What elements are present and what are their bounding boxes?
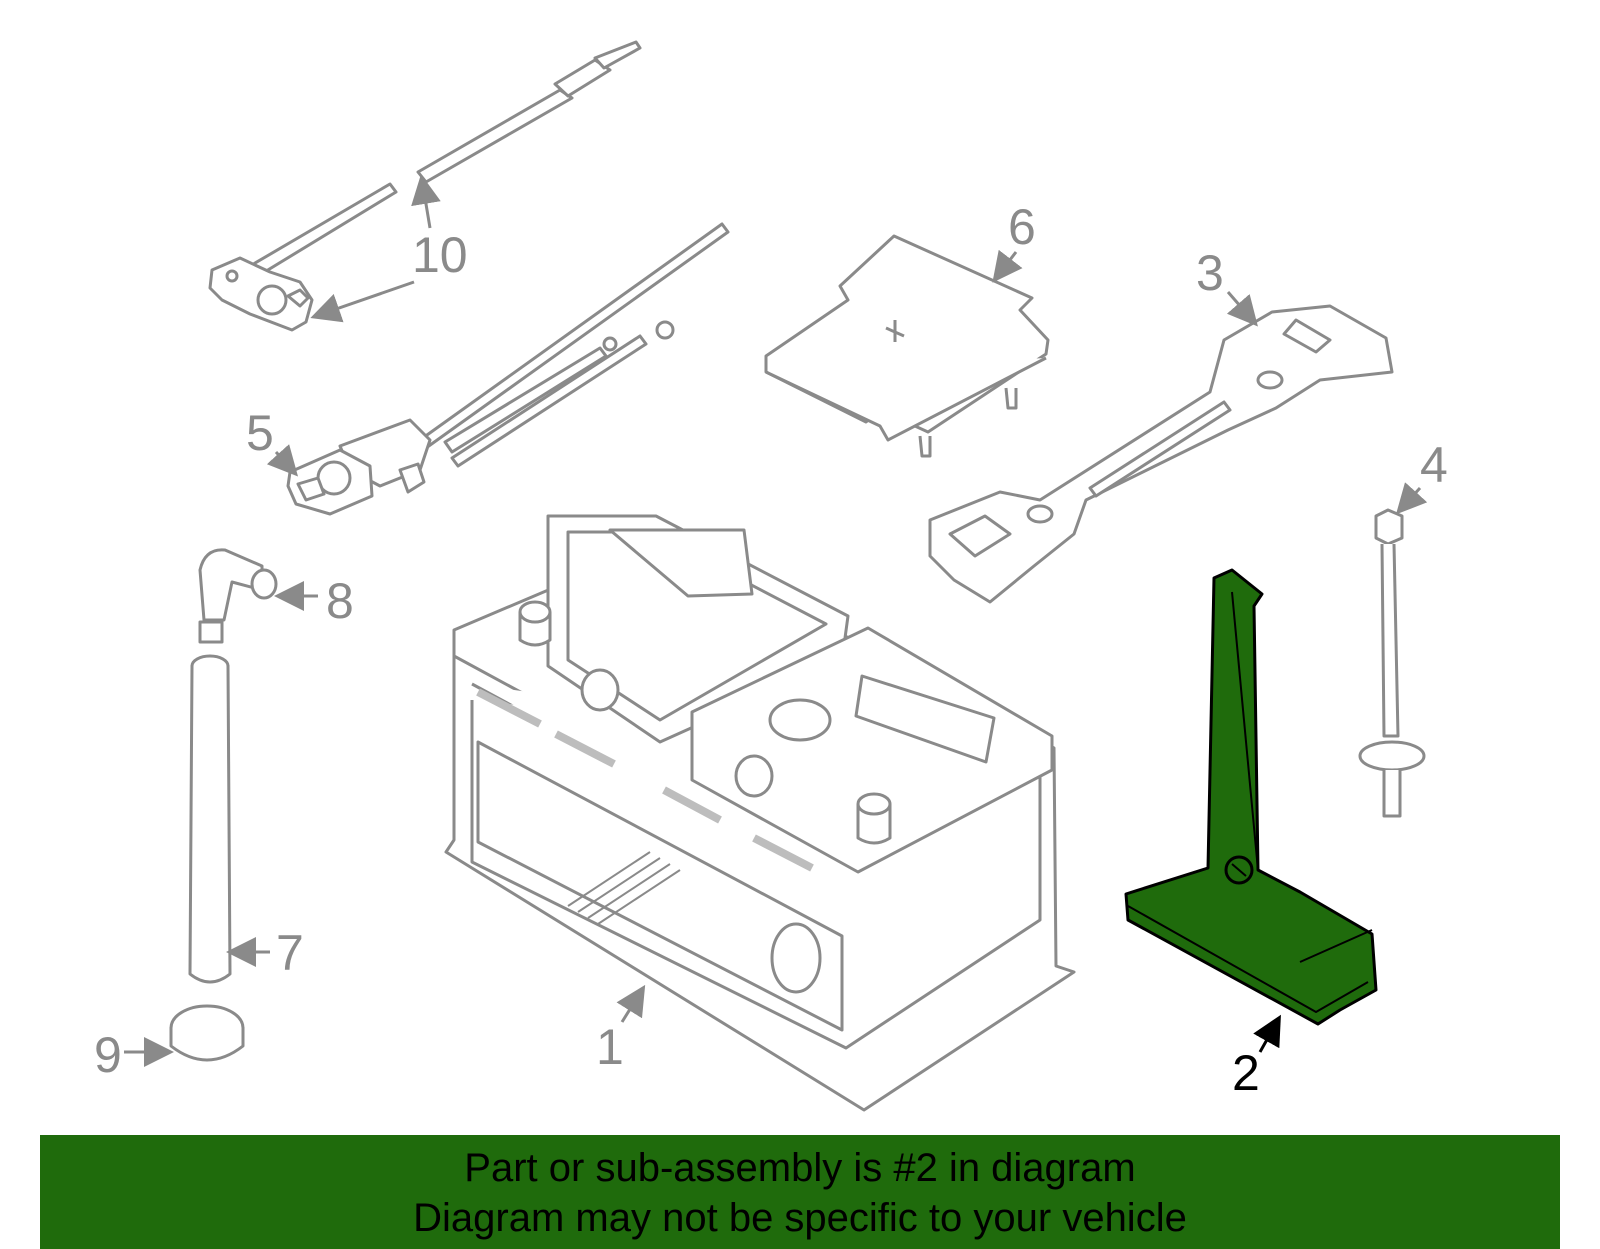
callout-1: 1: [596, 1019, 624, 1075]
callout-5: 5: [246, 405, 274, 461]
callout-10: 10: [412, 227, 468, 283]
vent-parts-7-8-9: [169, 548, 278, 1062]
callout-2: 2: [1232, 1045, 1260, 1101]
callout-8: 8: [326, 573, 354, 629]
callout-7: 7: [276, 925, 304, 981]
callout-3: 3: [1196, 245, 1224, 301]
bracket-part-2: [1124, 568, 1378, 1026]
cable-part-10: [208, 40, 642, 332]
terminal-part-5: [286, 222, 730, 516]
callout-4: 4: [1420, 437, 1448, 493]
bolt-part-4: [1358, 508, 1426, 818]
battery-part-1: [444, 514, 1076, 1112]
parts-diagram: [124, 40, 1428, 1112]
callout-6: 6: [1008, 199, 1036, 255]
info-banner: Part or sub-assembly is #2 in diagram Di…: [40, 1135, 1560, 1249]
leader-line-2: [1253, 1014, 1281, 1053]
banner-line-1: Part or sub-assembly is #2 in diagram: [464, 1146, 1136, 1190]
cover-part-6: [764, 234, 1050, 458]
leader-lines: [124, 174, 1428, 1067]
banner-line-2: Diagram may not be specific to your vehi…: [413, 1196, 1187, 1240]
strap-part-3: [928, 304, 1394, 604]
callout-9: 9: [94, 1027, 122, 1083]
